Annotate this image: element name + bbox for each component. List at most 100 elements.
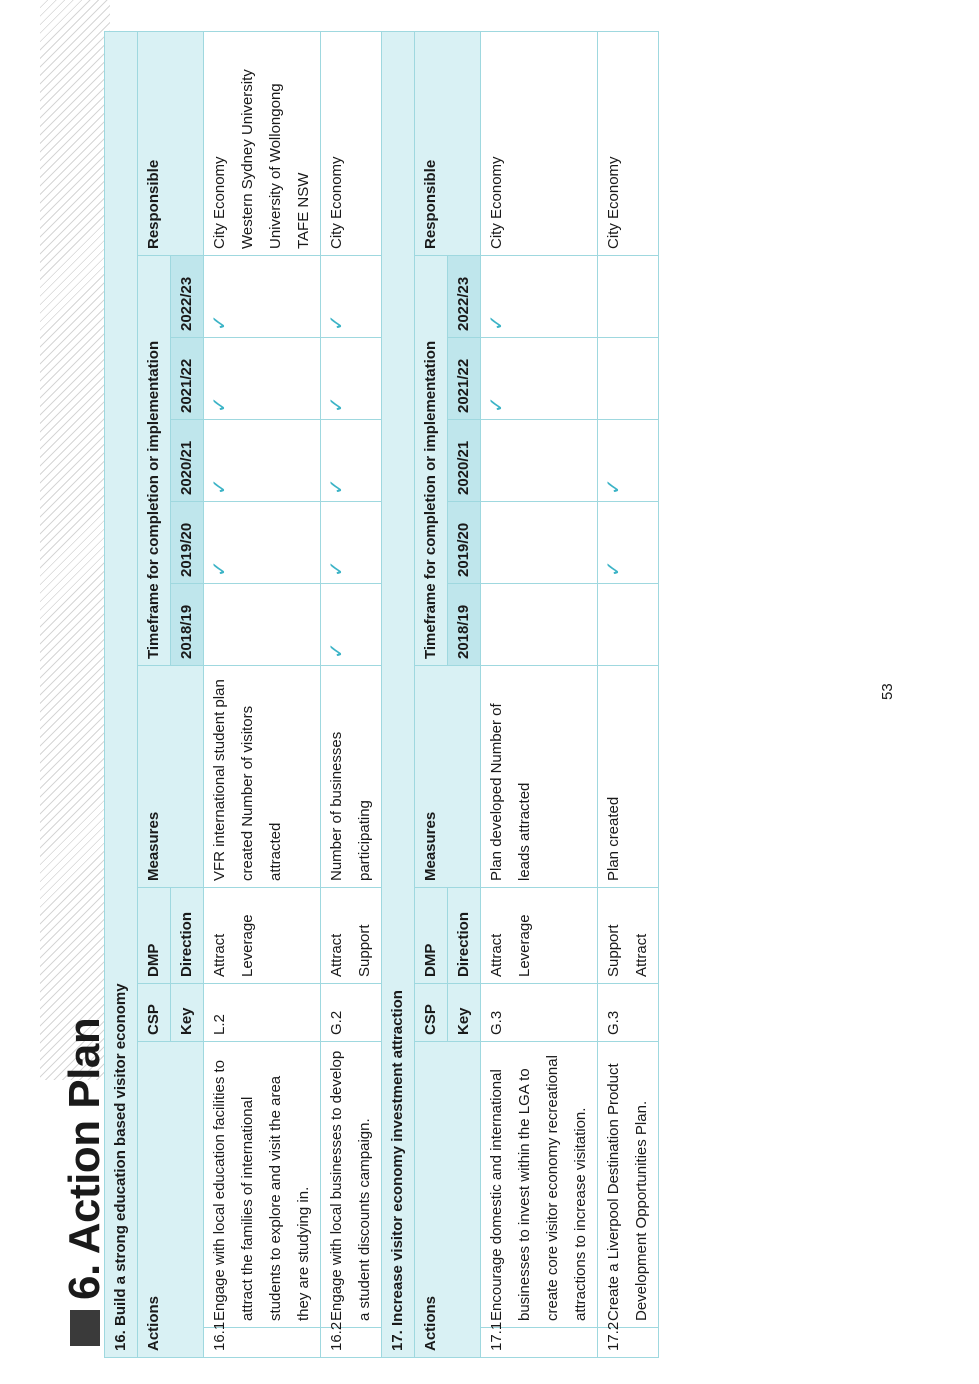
measures: Number of businesses participating [320, 665, 382, 888]
direction-item: Attract [633, 933, 650, 977]
header-year: 2020/21 [170, 419, 204, 502]
action-text: Create a Liverpool Destination Product D… [597, 1041, 659, 1328]
responsible-item: University of Wollongong [267, 83, 284, 249]
csp-key: L.2 [203, 983, 321, 1042]
check-icon: ✓ [486, 314, 508, 331]
direction-item: Support [605, 924, 622, 977]
responsible-item: Western Sydney University [239, 69, 256, 249]
header-year: 2018/19 [447, 583, 481, 666]
decorative-hatch [40, 0, 110, 1080]
timeframe-cell: ✓ [203, 501, 321, 584]
action-plan-table: 16. Build a strong education based visit… [104, 31, 659, 1358]
header-dmp: DMP [414, 887, 448, 984]
action-text: Engage with local businesses to develop … [320, 1041, 382, 1328]
check-icon: ✓ [486, 396, 508, 413]
timeframe-cell: ✓ [203, 419, 321, 502]
header-key: Key [170, 983, 204, 1042]
title-marker-block [70, 1310, 100, 1346]
header-measures: Measures [414, 665, 481, 888]
check-icon: ✓ [603, 560, 625, 577]
header-csp: CSP [414, 983, 448, 1042]
measures: VFR international student plan created N… [203, 665, 321, 888]
action-id: 17.2 [597, 1322, 659, 1358]
direction-item: Attract [328, 933, 345, 977]
action-text: Encourage domestic and international bus… [480, 1041, 598, 1328]
timeframe-cell [597, 583, 659, 666]
timeframe-cell: ✓ [203, 255, 321, 338]
header-year: 2020/21 [447, 419, 481, 502]
action-id: 16.1 [203, 1322, 321, 1358]
measures: Plan created [597, 665, 659, 888]
check-icon: ✓ [603, 478, 625, 495]
responsible-item: City Economy [211, 156, 228, 249]
timeframe-cell: ✓ [320, 255, 382, 338]
heading-number: 6. [60, 1264, 109, 1300]
timeframe-cell: ✓ [597, 419, 659, 502]
responsible-item: City Economy [605, 156, 622, 249]
header-responsible: Responsible [137, 31, 204, 256]
timeframe-cell: ✓ [320, 501, 382, 584]
header-direction: Direction [170, 887, 204, 984]
timeframe-cell [480, 501, 598, 584]
timeframe-cell [480, 583, 598, 666]
responsible: City Economy [480, 31, 598, 256]
header-timeframe: Timeframe for completion or implementati… [414, 255, 448, 666]
header-year: 2019/20 [447, 501, 481, 584]
header-year: 2018/19 [170, 583, 204, 666]
page-number: 53 [879, 683, 896, 700]
timeframe-cell [480, 419, 598, 502]
section-band: 17. Increase visitor economy investment … [381, 31, 415, 1358]
header-timeframe: Timeframe for completion or implementati… [137, 255, 171, 666]
timeframe-cell: ✓ [597, 501, 659, 584]
header-year: 2022/23 [170, 255, 204, 338]
header-key: Key [447, 983, 481, 1042]
timeframe-cell: ✓ [320, 583, 382, 666]
check-icon: ✓ [326, 560, 348, 577]
section-band: 16. Build a strong education based visit… [104, 31, 138, 1358]
section-title: 16. Build a strong education based visit… [104, 31, 138, 1358]
timeframe-cell [597, 337, 659, 420]
responsible-item: TAFE NSW [295, 172, 312, 249]
direction-item: Leverage [239, 914, 256, 977]
section-title: 17. Increase visitor economy investment … [381, 31, 415, 1358]
header-responsible: Responsible [414, 31, 481, 256]
action-id: 17.1 [480, 1322, 598, 1358]
responsible-item: City Economy [328, 156, 345, 249]
timeframe-cell [597, 255, 659, 338]
dmp-direction: Support Attract [597, 887, 659, 984]
csp-key: G.3 [480, 983, 598, 1042]
check-icon: ✓ [326, 396, 348, 413]
header-dmp: DMP [137, 887, 171, 984]
csp-key: G.2 [320, 983, 382, 1042]
check-icon: ✓ [209, 314, 231, 331]
responsible: City Economy [597, 31, 659, 256]
check-icon: ✓ [209, 478, 231, 495]
timeframe-cell: ✓ [480, 337, 598, 420]
timeframe-cell: ✓ [480, 255, 598, 338]
check-icon: ✓ [209, 560, 231, 577]
action-plan-table-wrapper: 16. Build a strong education based visit… [104, 31, 844, 1358]
check-icon: ✓ [326, 314, 348, 331]
check-icon: ✓ [209, 396, 231, 413]
timeframe-cell: ✓ [320, 419, 382, 502]
action-text: Engage with local education facilities t… [203, 1041, 321, 1328]
check-icon: ✓ [326, 478, 348, 495]
direction-item: Attract [488, 933, 505, 977]
header-direction: Direction [447, 887, 481, 984]
timeframe-cell: ✓ [320, 337, 382, 420]
header-year: 2021/22 [170, 337, 204, 420]
measures: Plan developed Number of leads attracted [480, 665, 598, 888]
header-year: 2019/20 [170, 501, 204, 584]
header-year: 2021/22 [447, 337, 481, 420]
responsible: City Economy [320, 31, 382, 256]
header-year: 2022/23 [447, 255, 481, 338]
direction-item: Support [356, 924, 373, 977]
